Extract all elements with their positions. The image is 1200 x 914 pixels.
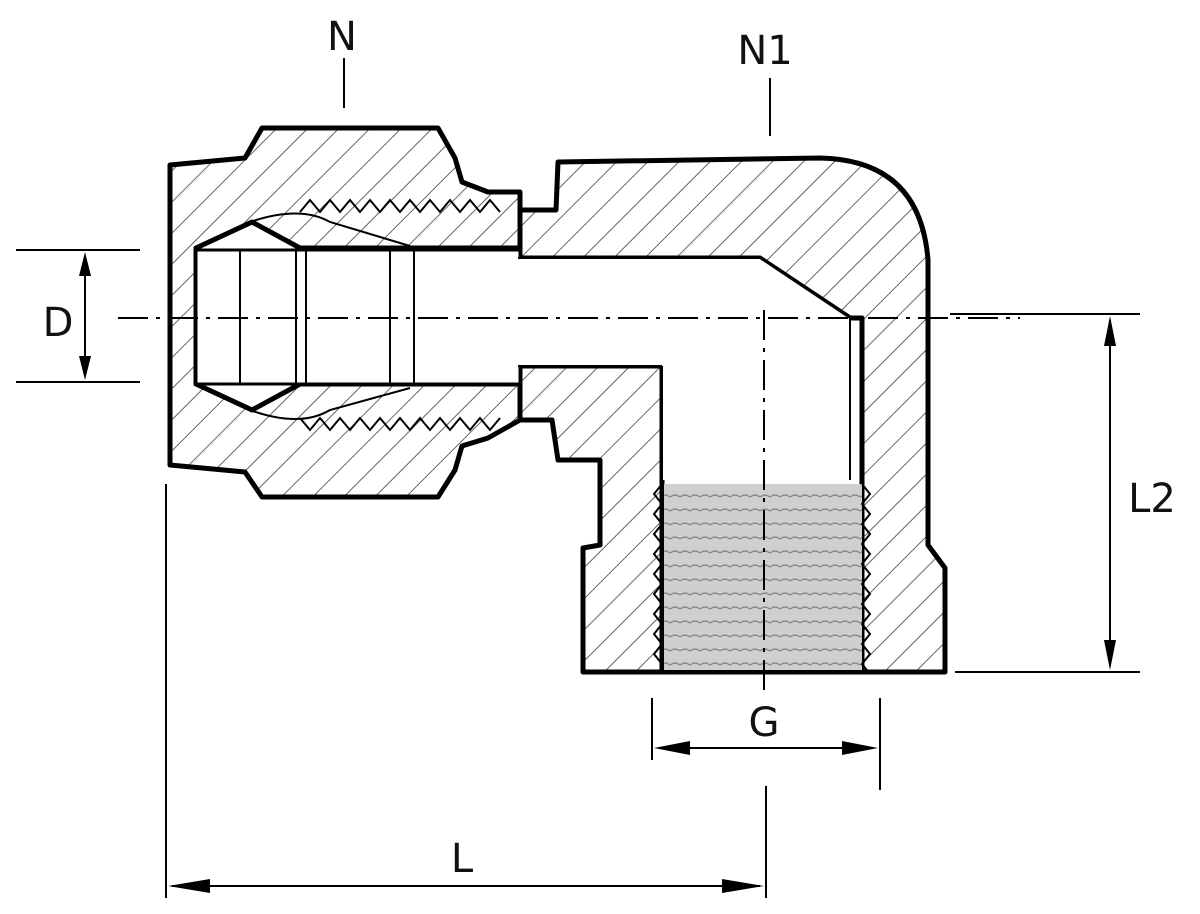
nut-threads-bottom bbox=[299, 416, 501, 432]
label-g: G bbox=[749, 700, 780, 746]
female-thread-port bbox=[652, 483, 872, 675]
label-l: L bbox=[451, 836, 474, 882]
label-n: N bbox=[327, 14, 357, 60]
dimension-l2 bbox=[950, 313, 1140, 673]
dimension-l bbox=[165, 484, 767, 898]
nut-threads-top bbox=[299, 198, 501, 214]
dimension-g bbox=[651, 698, 881, 790]
label-n1: N1 bbox=[737, 28, 792, 74]
label-d: D bbox=[43, 300, 74, 346]
dimension-d bbox=[16, 249, 140, 383]
label-l2: L2 bbox=[1128, 476, 1176, 522]
elbow-body bbox=[517, 155, 948, 675]
